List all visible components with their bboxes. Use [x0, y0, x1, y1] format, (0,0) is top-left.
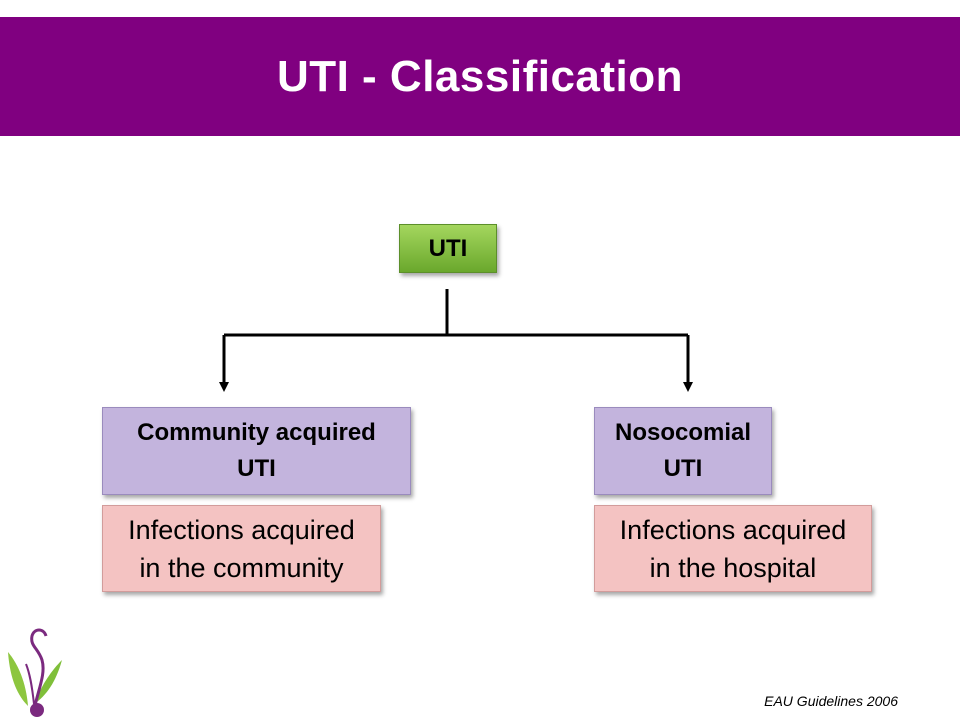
category-label-line: Community acquired [137, 419, 376, 446]
slide-title: UTI - Classification [276, 51, 684, 101]
source-citation: EAU Guidelines 2006 [764, 693, 898, 709]
leaf-swirl-logo-icon [8, 628, 62, 717]
description-line: Infections acquired [619, 514, 847, 545]
category-label-line: Nosocomial [614, 419, 752, 446]
description-line: Infections acquired [128, 514, 355, 545]
description-node-community: Infections acquired in the community [102, 505, 381, 592]
root-node-uti: UTI [399, 224, 497, 273]
description-node-nosocomial: Infections acquired in the hospital [594, 505, 872, 592]
root-node-label: UTI [428, 234, 468, 262]
category-node-nosocomial: Nosocomial UTI [594, 407, 772, 495]
category-label-line: UTI [663, 455, 703, 482]
description-line: in the hospital [649, 552, 817, 583]
description-line: in the community [139, 552, 344, 583]
title-band: UTI - Classification [0, 17, 960, 136]
category-label-line: UTI [237, 455, 276, 482]
category-node-community-acquired: Community acquired UTI [102, 407, 411, 495]
